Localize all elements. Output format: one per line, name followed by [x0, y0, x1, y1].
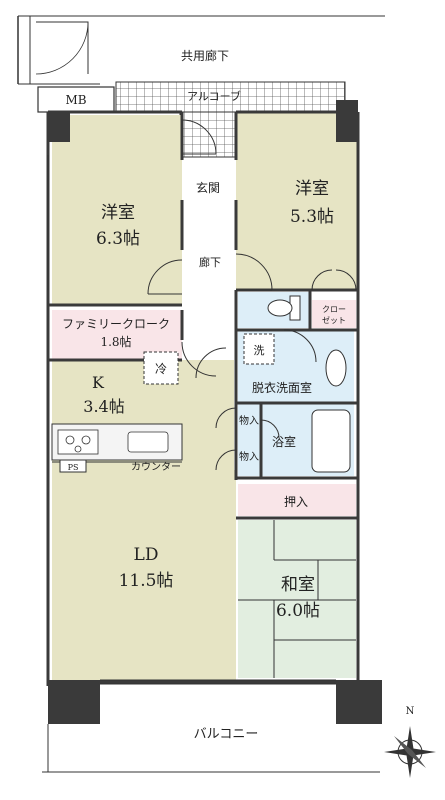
kitchen-size: 3.4帖	[83, 397, 124, 416]
closet-small-line2: ゼット	[322, 315, 346, 325]
bath-label: 浴室	[272, 434, 296, 449]
kitchen-name: K	[92, 373, 105, 392]
counter-label: カウンター	[131, 461, 181, 473]
western-left-size: 6.3帖	[96, 229, 140, 249]
room-closet-small	[312, 300, 356, 328]
closet-small-line1: クロー	[322, 305, 346, 314]
room-ld	[52, 470, 236, 680]
washer-label: 洗	[254, 344, 265, 357]
room-japanese	[238, 520, 356, 678]
western-left-name: 洋室	[101, 203, 135, 223]
ld-size: 11.5帖	[119, 571, 174, 591]
japanese-size: 6.0帖	[276, 601, 320, 621]
common-corridor	[17, 15, 385, 85]
ps-label: PS	[68, 463, 79, 472]
mb-label: MB	[65, 93, 86, 107]
washer-space	[243, 333, 275, 365]
tatami-lines	[238, 520, 356, 678]
bathtub-icon	[311, 409, 351, 473]
balcony-outline	[42, 724, 380, 773]
family-closet-size: 1.8帖	[100, 334, 131, 349]
balcony-label: バルコニー	[194, 727, 259, 742]
storage2-label: 物入	[239, 450, 259, 463]
western-right-size: 5.3帖	[290, 207, 334, 227]
ps-box	[59, 459, 87, 473]
family-closet-name: ファミリークローク	[62, 317, 170, 331]
kitchen-counter	[51, 423, 183, 463]
western-right-name: 洋室	[295, 179, 329, 199]
room-oshiire	[238, 484, 356, 516]
toilet-icon	[267, 295, 301, 321]
fridge-label: 冷	[155, 362, 167, 376]
alcove-floor	[115, 81, 346, 113]
sink-icon	[325, 349, 347, 387]
corridor-label: 共用廊下	[181, 48, 229, 63]
entrance-floor	[179, 111, 236, 158]
oshiire-label: 押入	[284, 495, 308, 509]
room-western-left	[52, 115, 182, 305]
storage-floor	[238, 404, 260, 476]
structural-columns	[48, 100, 382, 724]
refrigerator-space	[143, 351, 179, 385]
compass-icon	[384, 726, 436, 778]
washroom-label: 脱衣洗面室	[252, 380, 312, 395]
doors	[147, 119, 357, 471]
hallway-label: 廊下	[199, 255, 221, 269]
storage1-label: 物入	[239, 414, 259, 427]
ld-name: LD	[134, 545, 159, 565]
compass-north-label: N	[406, 706, 415, 717]
alcove-label: アルコーブ	[187, 89, 241, 103]
japanese-name: 和室	[281, 575, 315, 595]
windows	[47, 150, 359, 685]
hallway-floor	[182, 160, 236, 390]
entrance-label: 玄関	[196, 180, 220, 195]
